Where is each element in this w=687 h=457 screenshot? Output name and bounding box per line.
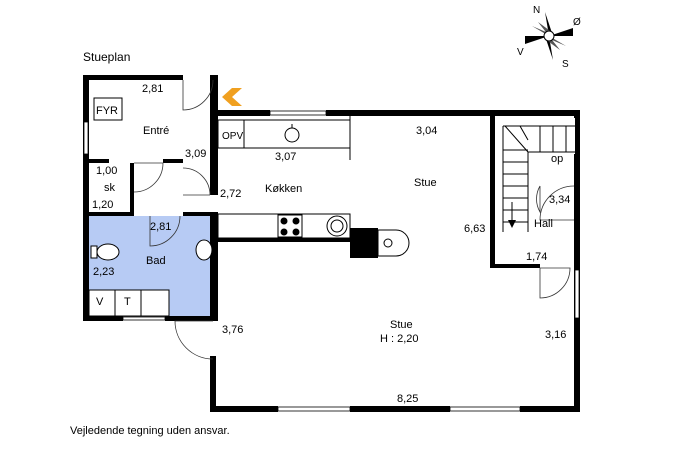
wc-top-dim: 1,00 [96,165,117,177]
disclaimer: Vejledende tegning uden ansvar. [70,425,230,437]
walls [83,75,580,412]
kitchen-width-dim: 3,07 [275,151,296,163]
washer-label: V [96,296,104,308]
stue-upper-name: Stue [414,177,437,189]
stairs-up-label: op [551,153,563,165]
boiler-box [93,97,123,121]
dishwasher-label: OPV [222,131,243,142]
stue-depth-dim: 6,63 [464,223,485,235]
compass-o: Ø [573,17,581,28]
stue-left-dim: 3,76 [222,324,243,336]
entrance-arrow-icon [222,88,242,106]
bathroom-fixtures [88,239,213,317]
ceiling-height: H : 2,20 [380,333,419,345]
entre-room-name: Entré [143,125,169,137]
hall-room-name: Hall [534,218,553,230]
doors [133,79,575,360]
entre-width-dim: 2,81 [142,83,163,95]
compass-s: S [562,59,569,70]
kitchen-room-name: Køkken [265,183,302,195]
stue-top-dim: 3,04 [416,125,437,137]
closet-name: sk [104,182,116,194]
staircase [495,118,575,232]
kitchen-upper-counter [217,116,351,160]
stue-right-dim: 3,16 [545,329,566,341]
dryer-label: T [124,296,131,308]
stove-fireplace-icon [377,229,410,257]
kitchen-lower-counter [217,213,351,239]
hall-dim: 3,34 [549,194,570,206]
entre-depth-dim: 3,09 [185,148,206,160]
stue-lower-name: Stue [390,319,413,331]
bath-depth-dim: 2,23 [93,266,114,278]
hall-door-dim: 2,72 [220,188,241,200]
windows [83,110,580,412]
boiler-label: FYR [96,105,118,117]
hall-bottom-dim: 1,74 [526,251,547,263]
compass-v: V [517,47,524,58]
compass-n: N [533,5,540,16]
wc-bottom-dim: 1,20 [92,199,113,211]
plan-title: Stueplan [83,50,130,64]
bath-room-name: Bad [146,255,166,267]
stue-bottom-dim: 8,25 [397,393,418,405]
bath-width-dim: 2,81 [150,221,171,233]
compass-rose-icon: N S V Ø [517,5,581,70]
